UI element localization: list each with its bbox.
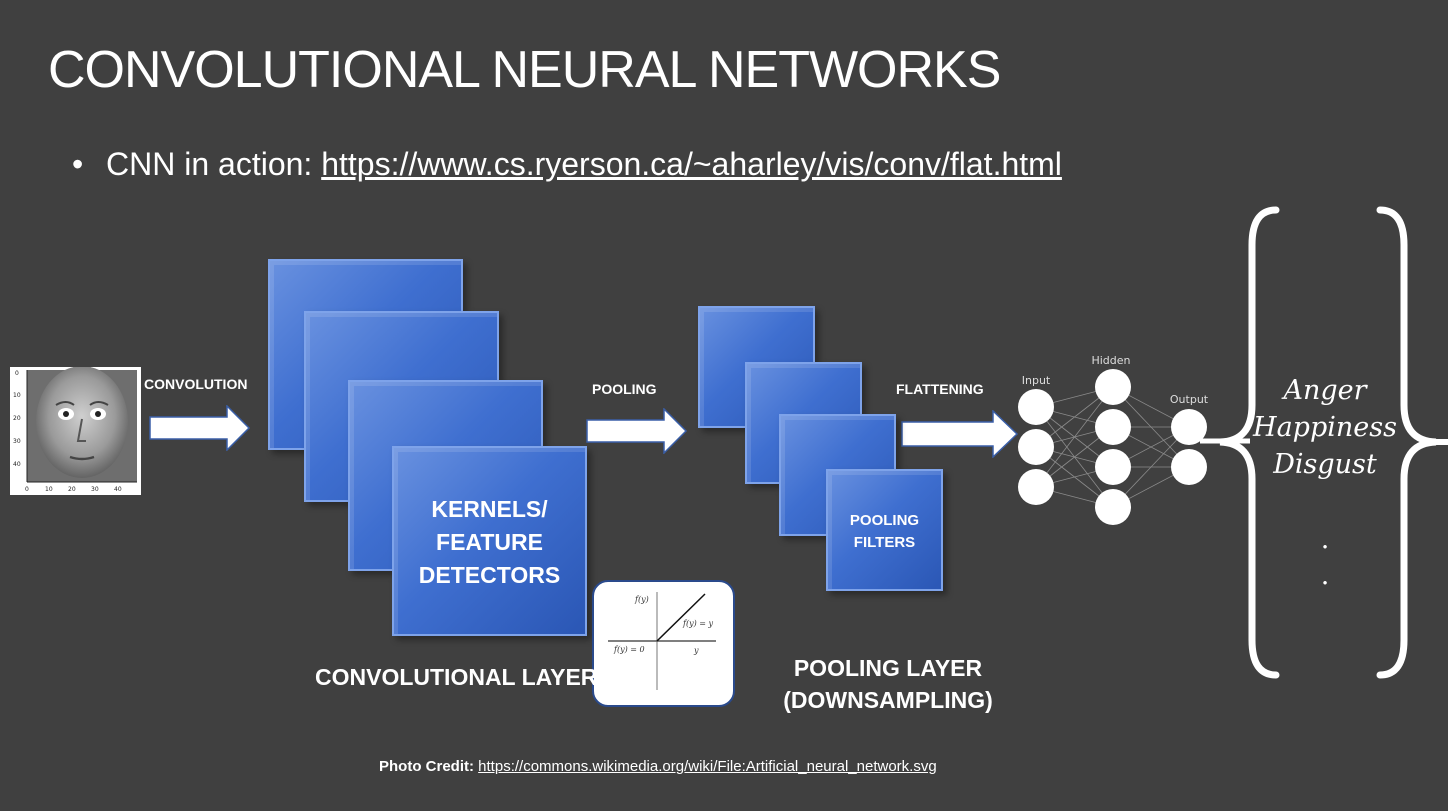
hidden-node [1095,449,1131,485]
kernels-line-2: FEATURE [436,529,543,555]
input-node [1018,389,1054,425]
face-tick-y: 30 [13,438,21,445]
face-tick-x: 40 [114,486,122,493]
relu-plot: f(y) f(y) = y f(y) = 0 y [592,580,735,707]
nn-input-label: Input [1022,374,1051,387]
face-tick-y: 20 [13,415,21,422]
relu-fy-eq-y-label: f(y) = y [682,619,714,628]
flattening-label: FLATTENING [896,381,984,397]
face-tick-y: 0 [15,370,19,377]
kernels-line-3: DETECTORS [418,562,561,588]
output-node [1171,409,1207,445]
slide-title: CONVOLUTIONAL NEURAL NETWORKS [48,41,1001,99]
pooling-filters-text: POOLING FILTERS [826,510,943,554]
feature-map-4 [392,446,587,636]
emotion-happiness: Happiness [1253,412,1397,443]
face-tick-y: 40 [13,461,21,468]
face-tick-x: 0 [25,486,29,493]
photo-credit-link[interactable]: https://commons.wikimedia.org/wiki/File:… [478,758,937,775]
face-tick-x: 20 [68,486,76,493]
hidden-node [1095,369,1131,405]
right-curly-brace [1376,206,1448,679]
pooling-arrow [586,408,688,454]
pooling-layer-line-2: (DOWNSAMPLING) [783,687,993,713]
photo-credit: Photo Credit: https://commons.wikimedia.… [379,758,937,775]
relu-fy-label: f(y) [634,595,649,604]
bullet-dot: • [72,146,84,182]
emotion-anger: Anger [1283,375,1367,406]
pooled-map-4 [826,469,943,591]
convolutional-layer-label: CONVOLUTIONAL LAYER [315,664,598,690]
pooling-label: POOLING [592,381,657,397]
input-node [1018,429,1054,465]
nn-output-label: Output [1170,393,1209,406]
input-node [1018,469,1054,505]
ellipsis-dot: . [1320,560,1330,591]
pooling-layer-line-1: POOLING LAYER [793,655,983,681]
bullet-cnn-in-action: • CNN in action: https://www.cs.ryerson.c… [72,146,1062,183]
kernels-text: KERNELS/ FEATURE DETECTORS [392,493,587,592]
left-curly-brace [1219,206,1280,679]
output-node [1171,449,1207,485]
relu-fy-eq-0-label: f(y) = 0 [613,645,645,654]
flattening-arrow [901,410,1019,458]
pooling-filters-line-1: POOLING [849,512,920,529]
face-tick-y: 10 [13,392,21,399]
convolution-arrow [149,405,251,451]
hidden-node [1095,409,1131,445]
relu-y-label: y [693,646,699,655]
face-tick-x: 30 [91,486,99,493]
ellipsis-dot: . [1320,524,1330,555]
cnn-demo-link[interactable]: https://www.cs.ryerson.ca/~aharley/vis/c… [321,146,1062,182]
bullet-prefix: CNN in action: [106,146,322,182]
pooling-layer-label: POOLING LAYER (DOWNSAMPLING) [770,652,1006,716]
face-tick-x: 10 [45,486,53,493]
nn-hidden-label: Hidden [1091,354,1130,367]
photo-credit-label: Photo Credit: [379,758,474,775]
pooling-filters-line-2: FILTERS [853,534,916,551]
emotion-disgust: Disgust [1273,449,1377,480]
face-image: 0 10 20 30 40 0 10 20 30 40 [10,366,141,495]
convolution-label: CONVOLUTION [144,376,248,392]
hidden-node [1095,489,1131,525]
neural-network: Input Hidden Output [1018,354,1209,525]
kernels-line-1: KERNELS/ [431,496,548,522]
